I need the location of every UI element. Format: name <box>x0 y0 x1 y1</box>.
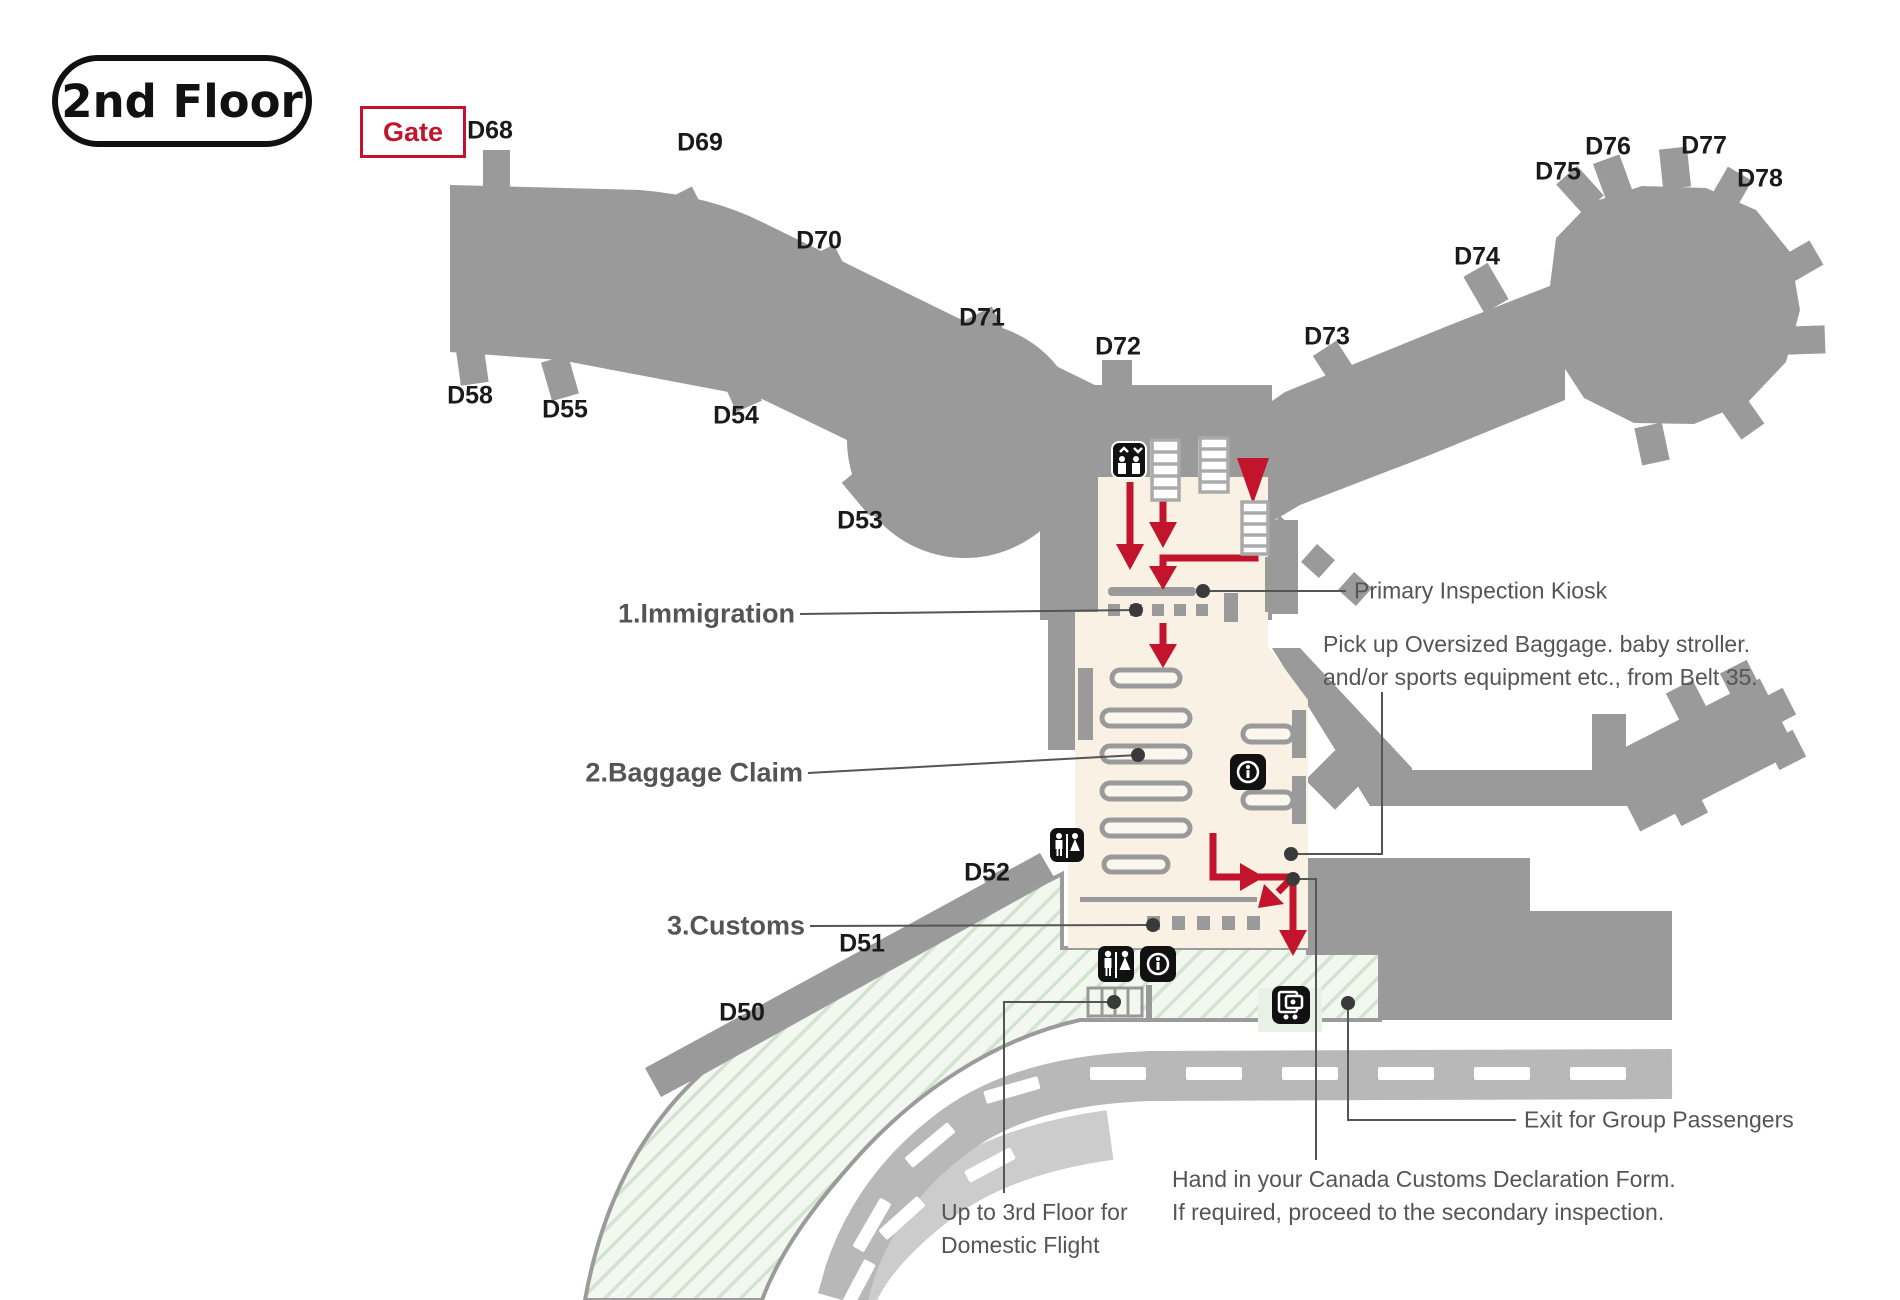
east-corridor <box>1392 770 1650 806</box>
oversize-corridor <box>1272 648 1412 806</box>
gate-legend: Gate <box>360 106 466 158</box>
elevator-icon <box>1111 441 1147 479</box>
gate-label-d55: D55 <box>542 395 588 424</box>
east-annex <box>1602 678 1798 832</box>
annotation-oversized-line1: Pick up Oversized Baggage. baby stroller… <box>1323 631 1751 657</box>
annotation-oversized-line2: and/or sports equipment etc., from Belt … <box>1323 664 1758 690</box>
section-label-baggage-claim: 2.Baggage Claim <box>585 757 803 788</box>
roads <box>817 1049 1673 1300</box>
immigration-kiosks <box>1108 593 1238 622</box>
secondary-inspection-block <box>1308 858 1672 1020</box>
section-label-customs: 3.Customs <box>666 910 805 941</box>
gate-label-d77: D77 <box>1681 131 1727 160</box>
gate-label-d50: D50 <box>719 998 765 1027</box>
gate-label-d53: D53 <box>837 506 883 535</box>
gate-stub-d68 <box>483 150 510 192</box>
gate-label-d68: D68 <box>467 116 513 145</box>
gate-label-d51: D51 <box>839 929 885 958</box>
gate-label-d74: D74 <box>1454 242 1500 271</box>
stairs-icons <box>1150 436 1270 556</box>
gate-label-d72: D72 <box>1095 332 1141 361</box>
annotation-upstairs-line1: Up to 3rd Floor for <box>941 1199 1128 1225</box>
gate-label-d78: D78 <box>1737 164 1783 193</box>
gate-label-d75: D75 <box>1535 157 1581 186</box>
leader-lines <box>799 590 1516 1193</box>
floor-badge: 2nd Floor <box>52 55 312 147</box>
arrival-hatched-zone <box>582 870 1382 1300</box>
annotation-customs-line2: If required, proceed to the secondary in… <box>1172 1199 1665 1225</box>
annotation-oversized-baggage: Pick up Oversized Baggage. baby stroller… <box>1323 628 1758 694</box>
gate-label-d73: D73 <box>1304 322 1350 351</box>
section-label-immigration: 1.Immigration <box>617 598 795 629</box>
gate-label-d70: D70 <box>796 226 842 255</box>
gate-label-d58: D58 <box>447 381 493 410</box>
annotation-upstairs-line2: Domestic Flight <box>941 1232 1100 1258</box>
gate-label-d71: D71 <box>959 303 1005 332</box>
annotation-exit-group-passengers: Exit for Group Passengers <box>1524 1106 1794 1133</box>
terminal-pier-left <box>450 185 1105 520</box>
restroom-icon-baggage <box>1050 828 1084 862</box>
restroom-icon-customs <box>1098 946 1134 982</box>
arrival-hall <box>1068 441 1308 1019</box>
road-dashes <box>840 1067 1626 1300</box>
gate-label-d52: D52 <box>964 858 1010 887</box>
annotation-up-to-3rd-floor: Up to 3rd Floor for Domestic Flight <box>941 1196 1128 1262</box>
annotation-customs-line1: Hand in your Canada Customs Declaration … <box>1172 1166 1676 1192</box>
gate-stub-d72 <box>1102 360 1132 394</box>
customs-wall <box>1080 897 1257 902</box>
currency-machine-icon <box>1272 986 1310 1024</box>
oversize-belts <box>1240 710 1306 824</box>
leader-dots <box>1107 584 1355 1010</box>
baggage-carousels <box>1099 667 1193 875</box>
annotation-primary-inspection-kiosk: Primary Inspection Kiosk <box>1354 577 1608 604</box>
gate-label-d54: D54 <box>713 401 759 430</box>
info-icon-customs <box>1140 946 1176 982</box>
gate-label-d76: D76 <box>1585 132 1631 161</box>
gate-label-d69: D69 <box>677 128 723 157</box>
info-icon-baggage <box>1230 754 1266 790</box>
immigration-queue-bar <box>1108 587 1196 596</box>
arrival-entry-marker <box>1237 458 1269 504</box>
annotation-customs-declaration: Hand in your Canada Customs Declaration … <box>1172 1163 1676 1229</box>
terminal-hub <box>1548 186 1800 424</box>
